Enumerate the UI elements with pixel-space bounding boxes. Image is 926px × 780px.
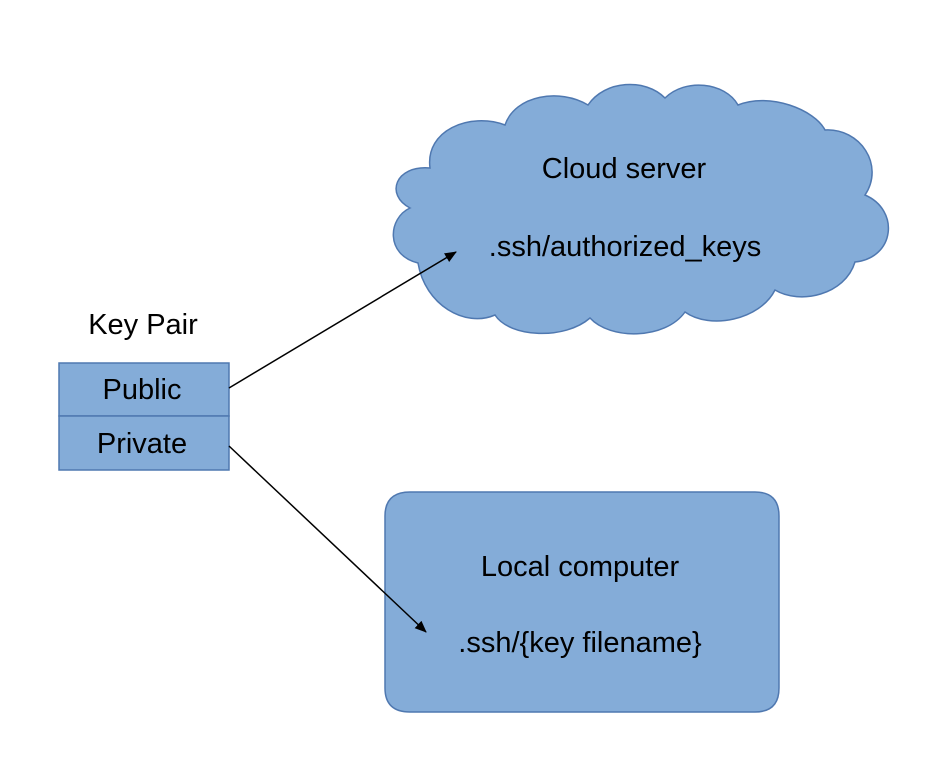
local-computer-node: Local computer .ssh/{key filename} — [384, 491, 780, 713]
key-pair-title: Key Pair — [88, 309, 198, 341]
private-to-local-arrow — [228, 445, 427, 633]
public-key-label: Public — [103, 374, 182, 406]
local-computer-title: Local computer — [481, 551, 680, 583]
local-computer-path: .ssh/{key filename} — [458, 627, 702, 659]
public-key-box — [58, 362, 230, 417]
cloud-shape — [392, 83, 890, 335]
cloud-server-path: .ssh/authorized_keys — [489, 231, 761, 263]
cloud-server-title: Cloud server — [542, 153, 707, 185]
public-to-cloud-arrow — [228, 251, 457, 389]
local-computer-shape — [384, 491, 780, 713]
private-key-label: Private — [97, 428, 187, 460]
key-pair-node: Key Pair Public Private — [58, 309, 230, 471]
cloud-server-node: Cloud server .ssh/authorized_keys — [392, 83, 890, 335]
private-key-box — [58, 415, 230, 471]
